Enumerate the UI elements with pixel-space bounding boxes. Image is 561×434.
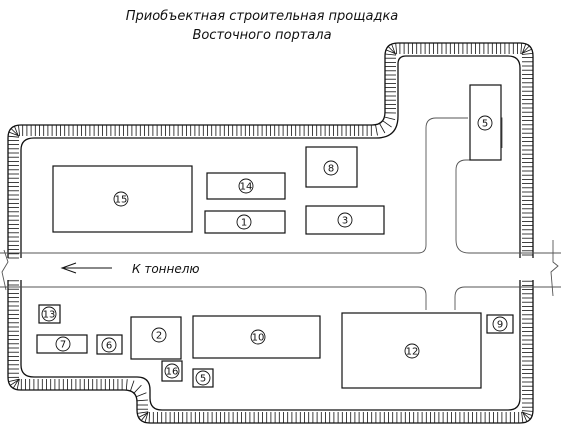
building-marker: 15 <box>113 191 129 207</box>
building-number: 7 <box>60 340 66 351</box>
hatch-line <box>136 399 148 402</box>
building-number: 9 <box>497 320 503 331</box>
main-road-south-edge <box>0 286 427 310</box>
building-marker: 3 <box>337 212 353 228</box>
building-number: 8 <box>328 164 334 175</box>
road-label: К тоннелю <box>132 262 200 276</box>
boundary-hatching <box>7 43 534 424</box>
marker-circle <box>250 329 266 345</box>
hatch-line <box>16 378 20 390</box>
main-road-north-edge <box>0 117 468 254</box>
marker-circle <box>323 160 339 176</box>
hatch-line <box>133 384 142 394</box>
building-marker: 8 <box>323 160 339 176</box>
break-mark-right <box>550 240 559 297</box>
tunnel-direction: К тоннелю <box>60 262 200 276</box>
hatch-line <box>384 116 396 120</box>
marker-circle <box>164 363 180 379</box>
hatch-line <box>148 411 150 424</box>
building-number: 5 <box>200 374 206 385</box>
marker-circle <box>195 370 211 386</box>
building-marker: 9 <box>492 316 508 332</box>
break-mark-left <box>1 249 9 291</box>
hatch-line <box>125 379 128 391</box>
hatch-line <box>136 392 147 398</box>
building-number: 5 <box>482 119 488 130</box>
building-marker: 7 <box>55 336 71 352</box>
hatch-line <box>522 411 528 422</box>
title-line-1: Приобъектная строительная прощадка <box>126 9 399 24</box>
building-number: 3 <box>342 216 348 227</box>
hatch-line <box>9 379 20 386</box>
hatch-line <box>8 378 20 382</box>
building-marker: 1 <box>236 214 252 230</box>
marker-circle <box>404 343 420 359</box>
hatch-line <box>130 380 135 392</box>
hatch-line <box>391 43 396 55</box>
building-marker: 2 <box>151 327 167 343</box>
marker-circle <box>337 212 353 228</box>
marker-circle <box>477 115 493 131</box>
hatch-line <box>385 53 397 56</box>
road-network <box>0 117 561 310</box>
hatch-line <box>8 135 20 138</box>
hatch-line <box>379 123 386 134</box>
hatch-line <box>521 48 532 54</box>
hatch-line <box>18 125 20 137</box>
building-number: 10 <box>252 333 265 344</box>
marker-circle <box>55 336 71 352</box>
hatch-line <box>395 43 398 55</box>
hatch-line <box>14 125 19 137</box>
building-number: 6 <box>106 341 112 352</box>
building-marker: 16 <box>164 363 180 379</box>
building-number: 13 <box>43 310 56 321</box>
building-number: 16 <box>166 367 179 378</box>
marker-circle <box>238 178 254 194</box>
building-marker: 12 <box>404 343 420 359</box>
hatch-line <box>521 53 533 55</box>
marker-circle <box>101 337 117 353</box>
building-number: 12 <box>406 347 419 358</box>
building-marker: 14 <box>238 178 254 194</box>
hatch-line <box>138 412 149 418</box>
building-marker: 5 <box>477 115 493 131</box>
building-marker: 6 <box>101 337 117 353</box>
hatch-line <box>137 411 149 414</box>
title-line-2: Восточного портала <box>192 28 331 43</box>
hatch-line <box>521 410 534 412</box>
hatch-line <box>521 411 524 423</box>
arrow-left-icon <box>60 262 112 274</box>
marker-circle <box>492 316 508 332</box>
building-marker: 10 <box>250 329 266 345</box>
building-number: 1 <box>241 218 247 229</box>
building-number: 2 <box>156 331 162 342</box>
marker-circle <box>41 306 57 322</box>
hatch-line <box>520 43 523 55</box>
hatch-line <box>375 124 378 136</box>
hatch-line <box>382 120 392 128</box>
building-markers: 15 14 1 8 3 5 13 7 6 2 16 5 10 12 9 <box>41 115 508 386</box>
building-number: 14 <box>240 182 253 193</box>
boundary-inner <box>20 55 521 411</box>
marker-circle <box>236 214 252 230</box>
marker-circle <box>113 191 129 207</box>
hatch-line <box>521 411 533 416</box>
hatch-line <box>144 411 149 423</box>
building-marker: 5 <box>195 370 211 386</box>
spur-road-south-edge <box>454 286 561 310</box>
building-number: 15 <box>115 195 128 206</box>
building-marker: 13 <box>41 306 57 322</box>
site-boundary <box>7 42 534 424</box>
marker-circle <box>151 327 167 343</box>
